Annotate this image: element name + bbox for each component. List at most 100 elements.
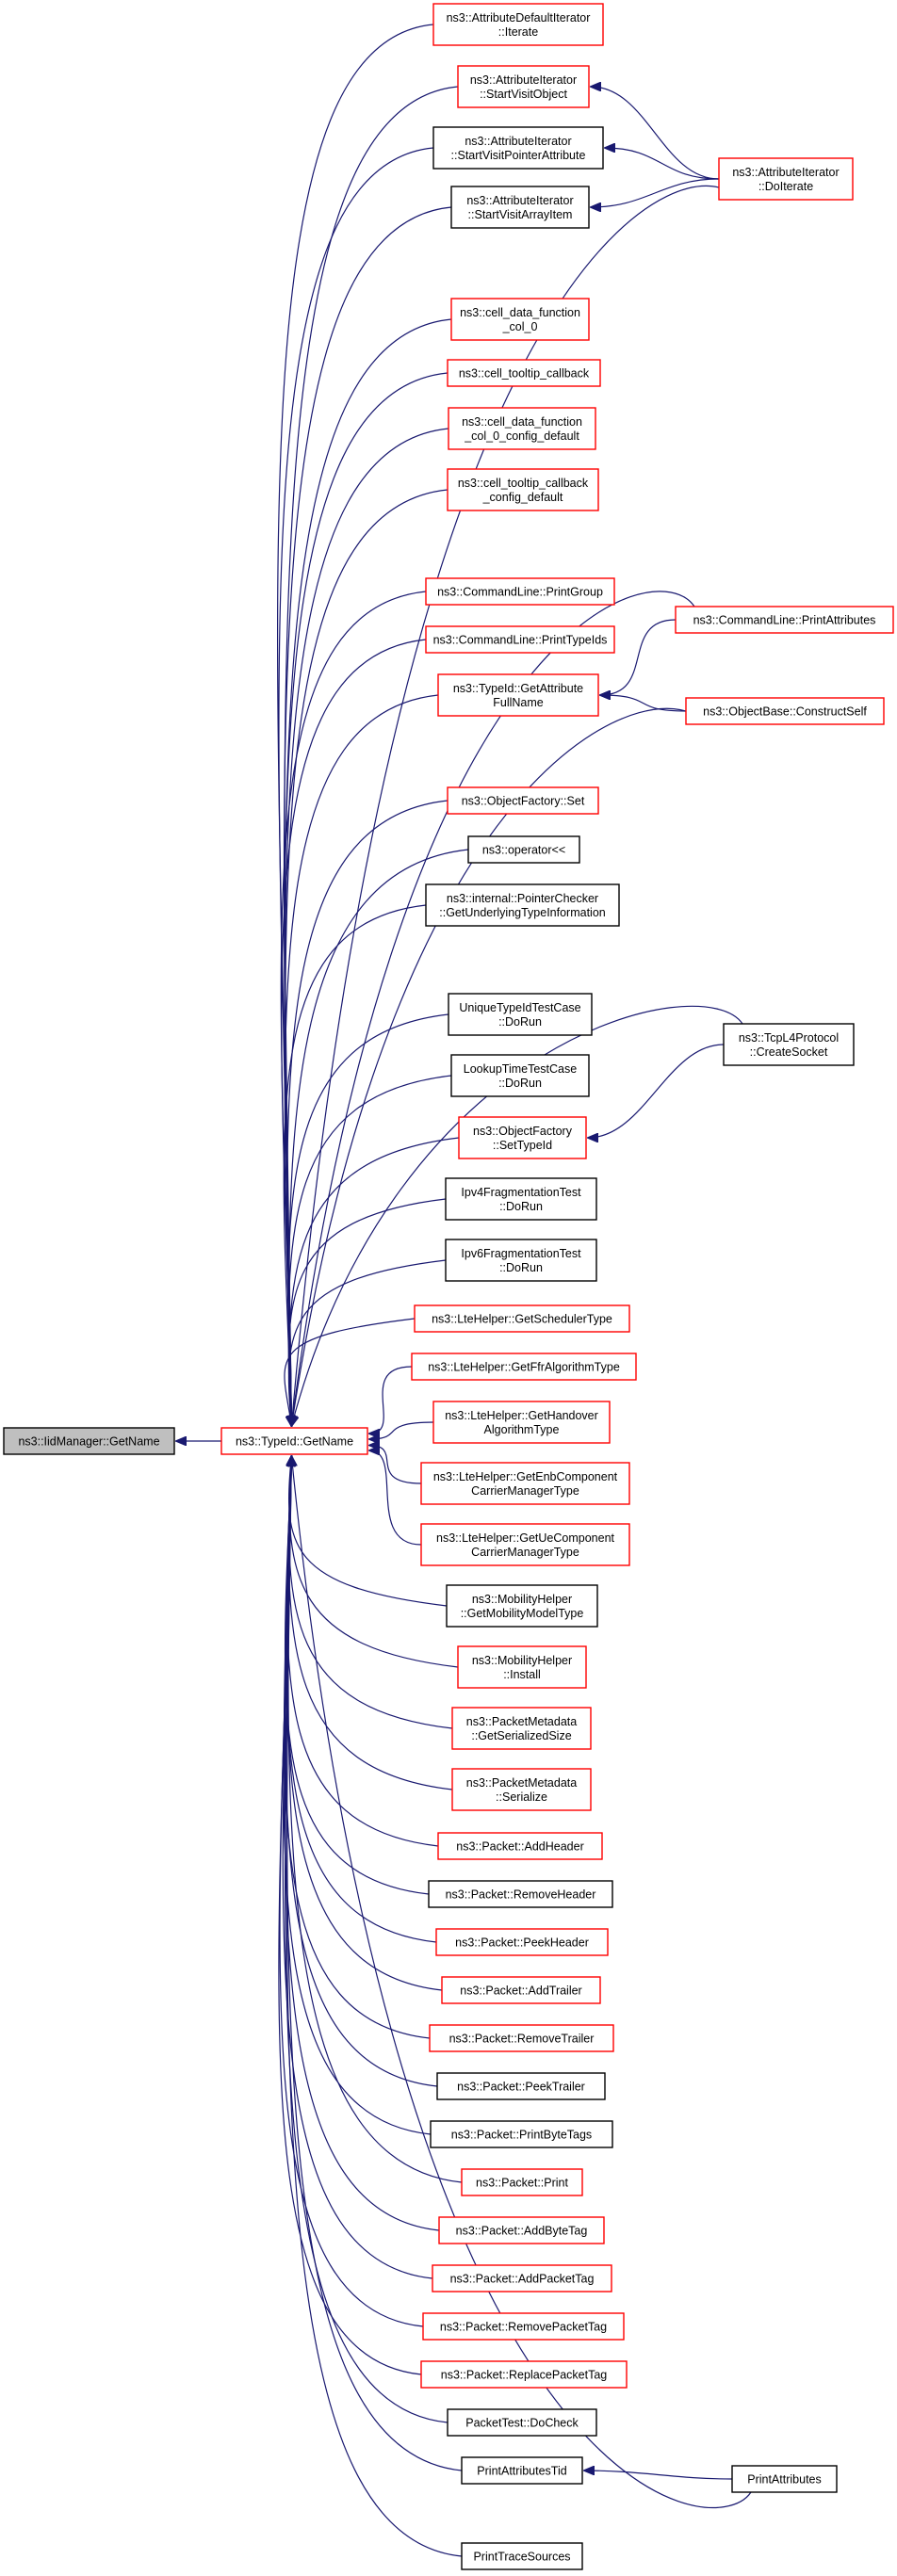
- node-box: [457, 1645, 587, 1689]
- node-ns3-ltehelper-getschedulertype[interactable]: ns3::LteHelper::GetSchedulerType: [414, 1304, 630, 1333]
- node-ipv4fragmentationtest-dorun[interactable]: Ipv4FragmentationTest::DoRun: [445, 1177, 597, 1221]
- node-box: [723, 1023, 855, 1066]
- node-ns3-packet-removetrailer[interactable]: ns3::Packet::RemoveTrailer: [429, 2024, 614, 2052]
- node-ns3-objectfactory-settypeid[interactable]: ns3::ObjectFactory::SetTypeId: [458, 1116, 587, 1159]
- node-printattributestid[interactable]: PrintAttributesTid: [461, 2456, 583, 2485]
- node-label: PrintTraceSources: [473, 2551, 570, 2564]
- node-ns3-tcpl4protocol-createsocket[interactable]: ns3::TcpL4Protocol::CreateSocket: [723, 1023, 855, 1066]
- node-box: [450, 298, 590, 341]
- node-box: [451, 1707, 592, 1750]
- call-edge: [283, 1456, 432, 2135]
- node-ns3-attributeiterator-startvisitarrayitem[interactable]: ns3::AttributeIterator::StartVisitArrayI…: [450, 186, 590, 229]
- node-ns3-operator[interactable]: ns3::operator<<: [467, 835, 580, 864]
- node-label: ns3::Packet::PrintByteTags: [451, 2129, 592, 2142]
- node-ns3-packet-addbytetag[interactable]: ns3::Packet::AddByteTag: [438, 2216, 605, 2244]
- node-ns3-cell-data-function-col-0-config-default[interactable]: ns3::cell_data_function_col_0_config_def…: [448, 407, 596, 450]
- node-ipv6fragmentationtest-dorun[interactable]: Ipv6FragmentationTest::DoRun: [445, 1239, 597, 1282]
- node-ns3-attributeiterator-doiterate[interactable]: ns3::AttributeIterator::DoIterate: [718, 157, 854, 201]
- node-label: ns3::AttributeIterator: [732, 166, 839, 179]
- node-box: [450, 1054, 590, 1097]
- node-box: [438, 2216, 605, 2244]
- node-label: CarrierManagerType: [471, 1546, 579, 1559]
- call-edge: [281, 639, 427, 1426]
- node-ns3-commandline-printattributes[interactable]: ns3::CommandLine::PrintAttributes: [675, 606, 894, 634]
- call-edge: [284, 1456, 448, 2423]
- node-box: [445, 1177, 597, 1221]
- call-edge: [369, 1421, 434, 1439]
- node-ns3-internal-pointerchecker-getunderlyingtypeinformation[interactable]: ns3::internal::PointerChecker::GetUnderl…: [425, 883, 620, 927]
- node-ns3-ltehelper-getffralgorithmtype[interactable]: ns3::LteHelper::GetFfrAlgorithmType: [411, 1353, 637, 1381]
- node-ns3-packet-addheader[interactable]: ns3::Packet::AddHeader: [437, 1832, 603, 1860]
- call-edge: [284, 1456, 430, 1895]
- node-ns3-packetmetadata-getserializedsize[interactable]: ns3::PacketMetadata::GetSerializedSize: [451, 1707, 592, 1750]
- node-label: ::Serialize: [496, 1790, 547, 1804]
- node-ns3-packet-print[interactable]: ns3::Packet::Print: [461, 2168, 583, 2196]
- call-edge: [369, 1366, 413, 1434]
- node-box: [425, 625, 615, 654]
- node-box: [461, 2542, 583, 2570]
- node-box: [420, 2360, 628, 2389]
- node-box: [437, 1832, 603, 1860]
- node-ns3-commandline-printgroup[interactable]: ns3::CommandLine::PrintGroup: [425, 577, 615, 606]
- node-ns3-cell-tooltip-callback[interactable]: ns3::cell_tooltip_callback: [447, 359, 601, 387]
- call-edge: [284, 1318, 416, 1426]
- node-box: [447, 359, 601, 387]
- node-ns3-mobilityhelper-install[interactable]: ns3::MobilityHelper::Install: [457, 1645, 587, 1689]
- node-label: PrintAttributes: [747, 2473, 822, 2487]
- call-edge: [584, 2471, 733, 2480]
- call-edge: [284, 1456, 440, 2231]
- call-edge: [276, 24, 434, 1426]
- call-edge: [284, 428, 449, 1426]
- node-ns3-packet-replacepackettag[interactable]: ns3::Packet::ReplacePacketTag: [420, 2360, 628, 2389]
- node-ns3-objectbase-constructself[interactable]: ns3::ObjectBase::ConstructSelf: [685, 697, 885, 725]
- node-ns3-cell-data-function-col-0[interactable]: ns3::cell_data_function_col_0: [450, 298, 590, 341]
- node-printtracesources[interactable]: PrintTraceSources: [461, 2542, 583, 2570]
- node-ns3-packet-addpackettag[interactable]: ns3::Packet::AddPacketTag: [432, 2264, 612, 2292]
- node-box: [718, 157, 854, 201]
- node-label: ::DoRun: [499, 1261, 543, 1274]
- node-ns3-commandline-printtypeids[interactable]: ns3::CommandLine::PrintTypeIds: [425, 625, 615, 654]
- node-printattributes[interactable]: PrintAttributes: [731, 2465, 838, 2493]
- call-edge: [288, 1259, 447, 1426]
- node-ns3-attributedefaultiterator-iterate[interactable]: ns3::AttributeDefaultIterator::Iterate: [432, 3, 604, 46]
- call-edge: [369, 1446, 422, 1484]
- node-ns3-packet-printbytetags[interactable]: ns3::Packet::PrintByteTags: [430, 2120, 613, 2148]
- node-ns3-cell-tooltip-callback-config-default[interactable]: ns3::cell_tooltip_callback_config_defaul…: [447, 468, 599, 511]
- node-label: ns3::Packet::RemoveHeader: [446, 1888, 596, 1902]
- node-ns3-ltehelper-getuecomponentcarriermanagertype[interactable]: ns3::LteHelper::GetUeComponentCarrierMan…: [420, 1523, 630, 1566]
- node-box: [675, 606, 894, 634]
- node-ns3-packet-removepackettag[interactable]: ns3::Packet::RemovePacketTag: [422, 2312, 625, 2341]
- node-ns3-objectfactory-set[interactable]: ns3::ObjectFactory::Set: [447, 786, 599, 815]
- node-label: ns3::Packet::RemovePacketTag: [440, 2321, 607, 2334]
- node-ns3-iidmanager-getname[interactable]: ns3::IidManager::GetName: [3, 1427, 175, 1455]
- node-ns3-packetmetadata-serialize[interactable]: ns3::PacketMetadata::Serialize: [451, 1768, 592, 1811]
- node-box: [437, 673, 599, 717]
- node-ns3-ltehelper-getenbcomponentcarriermanagertype[interactable]: ns3::LteHelper::GetEnbComponentCarrierMa…: [420, 1462, 630, 1505]
- call-edge: [289, 1137, 460, 1426]
- node-ns3-packet-peekheader[interactable]: ns3::Packet::PeekHeader: [435, 1928, 609, 1956]
- node-box: [461, 2456, 583, 2485]
- call-edge: [287, 1456, 439, 1847]
- node-uniquetypeidtestcase-dorun[interactable]: UniqueTypeIdTestCase::DoRun: [448, 993, 593, 1036]
- node-ns3-packet-peektrailer[interactable]: ns3::Packet::PeekTrailer: [436, 2072, 606, 2100]
- node-label: ::StartVisitPointerAttribute: [451, 149, 586, 162]
- node-packettest-docheck[interactable]: PacketTest::DoCheck: [447, 2408, 597, 2437]
- node-label: UniqueTypeIdTestCase: [459, 1001, 580, 1014]
- node-ns3-attributeiterator-startvisitpointerattribute[interactable]: ns3::AttributeIterator::StartVisitPointe…: [432, 126, 604, 170]
- node-label: PacketTest::DoCheck: [465, 2417, 579, 2430]
- node-lookuptimetestcase-dorun[interactable]: LookupTimeTestCase::DoRun: [450, 1054, 590, 1097]
- node-ns3-packet-removeheader[interactable]: ns3::Packet::RemoveHeader: [428, 1880, 613, 1908]
- node-label: ns3::internal::PointerChecker: [447, 892, 598, 905]
- node-ns3-mobilityhelper-getmobilitymodeltype[interactable]: ns3::MobilityHelper::GetMobilityModelTyp…: [446, 1584, 598, 1628]
- node-ns3-packet-addtrailer[interactable]: ns3::Packet::AddTrailer: [441, 1976, 601, 2004]
- node-ns3-typeid-getname[interactable]: ns3::TypeId::GetName: [220, 1427, 368, 1455]
- node-box: [220, 1427, 368, 1455]
- node-ns3-attributeiterator-startvisitobject[interactable]: ns3::AttributeIterator::StartVisitObject: [457, 65, 590, 108]
- node-label: ::DoIterate: [758, 180, 813, 193]
- node-label: ns3::LteHelper::GetUeComponent: [436, 1531, 615, 1545]
- call-edge: [285, 1456, 437, 1943]
- node-label: ns3::LteHelper::GetHandover: [445, 1409, 598, 1422]
